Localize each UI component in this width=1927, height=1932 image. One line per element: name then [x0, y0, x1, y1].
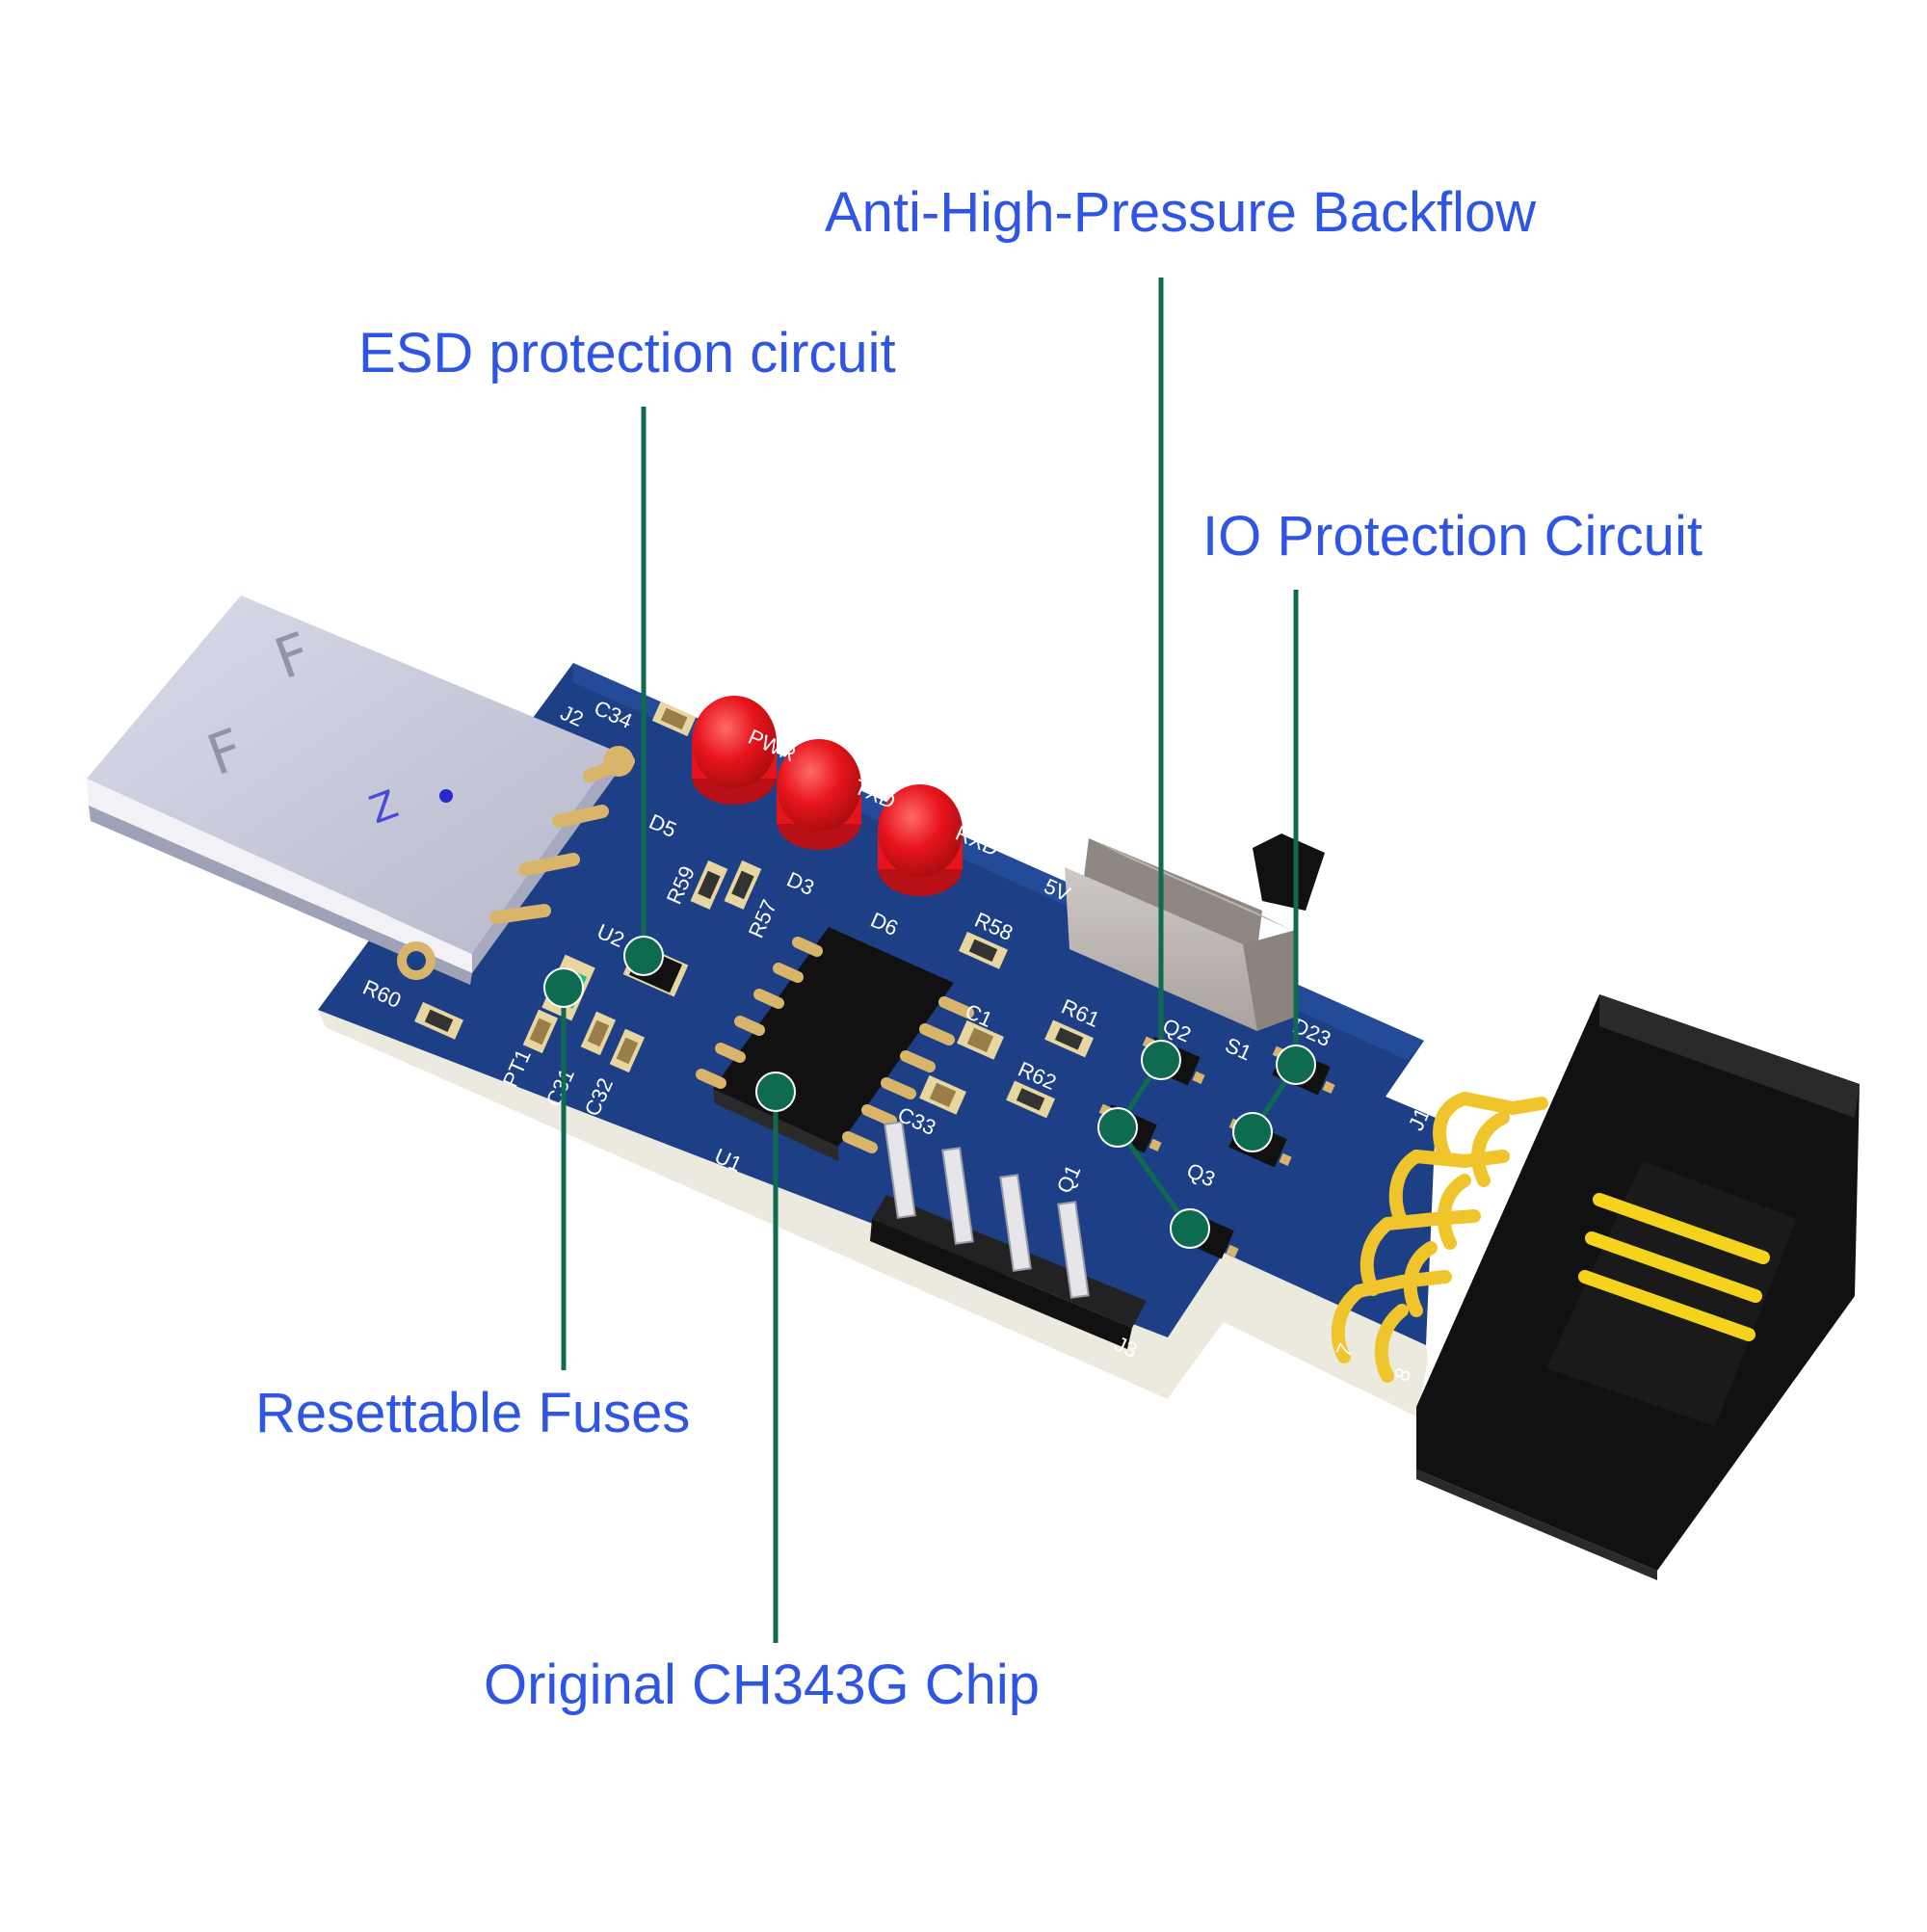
- dot-esd: [623, 936, 664, 976]
- dot-backflow-q: [1170, 1208, 1210, 1249]
- dot-io-q3: [1232, 1112, 1273, 1152]
- dot-backflow-q2: [1141, 1040, 1181, 1080]
- usb-logo-icon: [439, 789, 453, 803]
- dot-backflow-q1: [1097, 1107, 1138, 1148]
- dot-fuses: [543, 967, 584, 1008]
- led-d5: [692, 696, 777, 805]
- box-header-j1: [1331, 994, 1860, 1580]
- pin-header-j3: [870, 1121, 1147, 1349]
- callout-io: IO Protection Circuit: [1202, 505, 1703, 568]
- smd-components: [414, 701, 1095, 1119]
- dot-chip: [755, 1072, 796, 1112]
- callout-chip: Original CH343G Chip: [484, 1654, 1041, 1716]
- led-d3: [777, 739, 861, 850]
- leader-dots: [543, 936, 1316, 1249]
- dot-io-d23: [1276, 1045, 1316, 1085]
- led-d6: [878, 784, 963, 896]
- callout-esd: ESD protection circuit: [358, 322, 896, 384]
- callout-backflow: Anti-High-Pressure Backflow: [825, 181, 1537, 244]
- callout-fuses: Resettable Fuses: [255, 1382, 691, 1444]
